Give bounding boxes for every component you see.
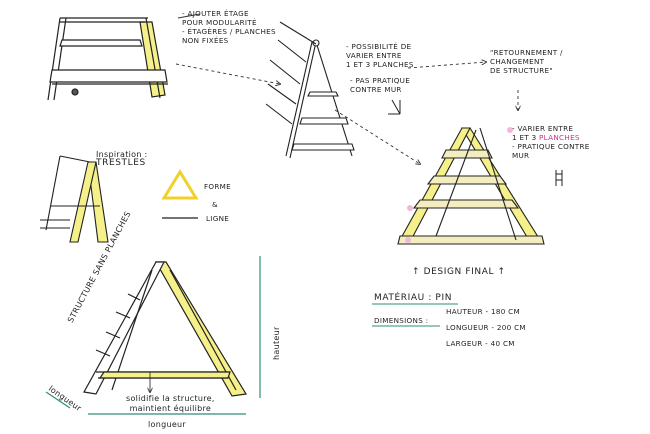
label-longueur-bottom: longueur [148,420,187,429]
sketch-shelf-modular [47,17,168,101]
label-design-final: ↑ Design final ↑ [412,267,506,277]
dimensions-list: Hauteur - 180 cm Longueur - 200 cm Large… [446,304,526,352]
note-inspiration: Inspiration : Trestles [96,150,148,168]
pink-dot [407,205,413,211]
label-materiau: Matériau : Pin [374,293,453,303]
sketch-big-triangle [83,261,247,397]
arrow-1 [175,63,280,84]
label-hauteur: hauteur [272,326,281,360]
dimension-longueur: Longueur - 200 cm [446,323,526,332]
note-varier: Possibilité de varier entre 1 et 3 planc… [346,42,414,69]
ladder-mini-icon [555,170,563,186]
pink-dot [405,237,411,243]
arrow-2 [334,109,420,164]
label-dimensions: Dimensions : [374,316,429,325]
note-modularite: Ajouter étage pour modularité Étagères /… [182,9,276,45]
label-ligne: Ligne [206,214,230,223]
note-solidifie: solidifie la structure, maintient équili… [126,394,215,413]
arrow-3 [407,62,486,69]
note-pas-pratique: Pas pratique contre mur [350,76,410,94]
dimension-hauteur: Hauteur - 180 cm [446,307,520,316]
dimension-largeur: Largeur - 40 cm [446,339,515,348]
label-forme: Forme [204,182,232,191]
note-retournement: "Retournement / changement de structure" [490,48,563,75]
largeur-dimension-line [45,391,71,409]
note-varier-right: Varier entre 1 et 3 planches Pratique co… [512,124,590,160]
shelf-mini-icon [388,99,401,115]
label-et: & [212,200,218,209]
sketch-trestle [40,155,109,243]
forme-triangle [161,169,199,200]
sketch-ladder-shelf [265,21,355,159]
